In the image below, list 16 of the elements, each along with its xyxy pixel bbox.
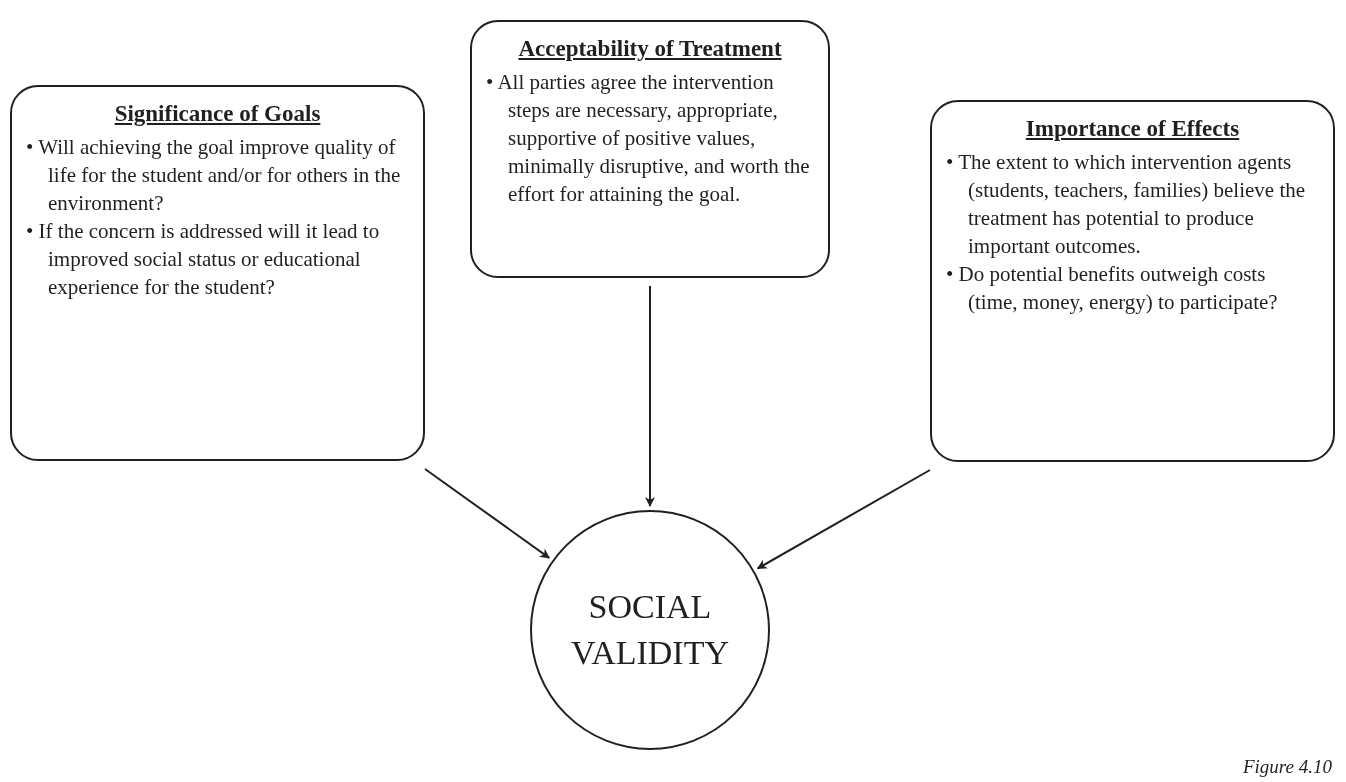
figure-caption: Figure 4.10 — [1243, 756, 1332, 778]
box-heading: Importance of Effects — [1024, 116, 1241, 142]
arrow — [756, 469, 931, 570]
bullet-item: • Do potential benefits outweigh costs (time, money, energy) to participate? — [946, 261, 1279, 316]
node-label: SOCIAL VALIDITY — [570, 587, 730, 673]
bullet-item: • If the concern is addressed will it lead to improved social status or educational experience for the student? — [26, 218, 381, 301]
bullet-item: • The extent to which intervention agents (students, teachers, families) believe the treatment has potential to produce important outcomes. — [946, 149, 1307, 260]
rounded-box — [470, 20, 830, 278]
bullet-item: • All parties agree the intervention steps are necessary, appropriate, supportive of positive values, minimally disruptive, and worth the effort for attaining the goal. — [486, 69, 811, 208]
rounded-box — [10, 85, 425, 461]
arrow — [645, 285, 655, 507]
box-heading: Acceptability of Treatment — [517, 36, 783, 62]
rounded-box — [930, 100, 1335, 462]
arrow — [424, 468, 551, 559]
box-heading: Significance of Goals — [113, 101, 322, 127]
bullet-item: • Will achieving the goal improve quality of life for the student and/or for others in the environment? — [26, 134, 402, 217]
